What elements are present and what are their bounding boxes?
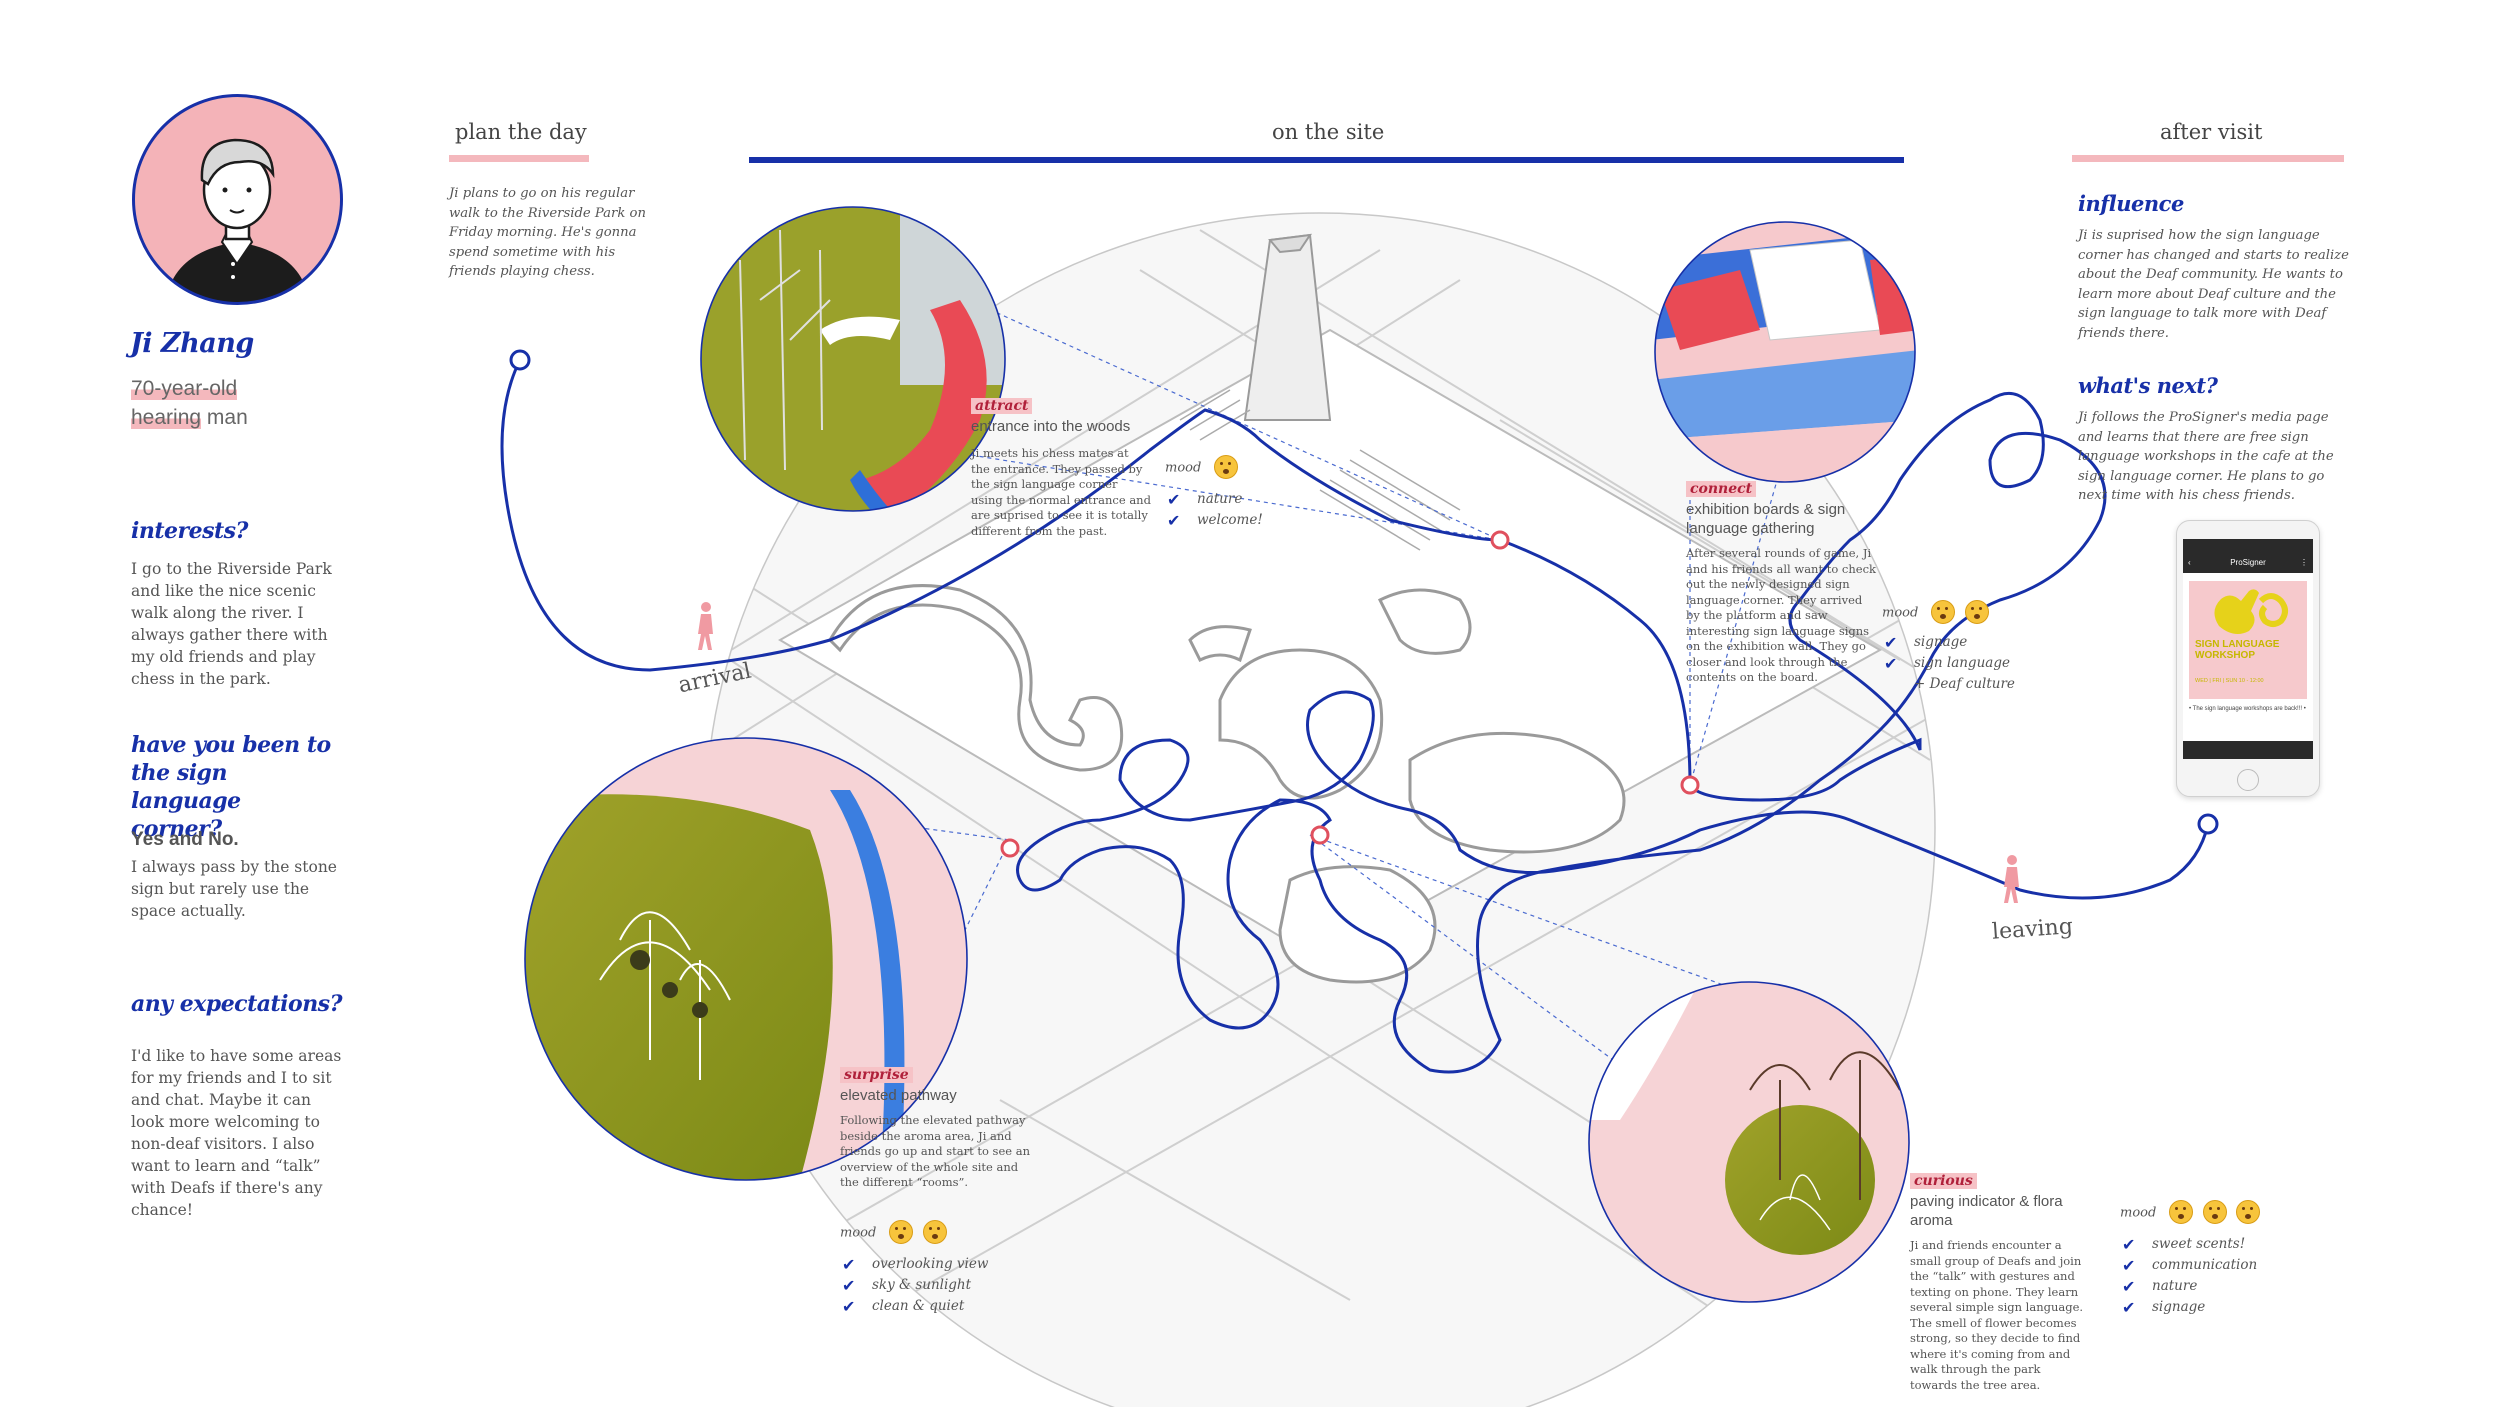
stop-connect-tag: connect <box>1686 481 1757 497</box>
check-item: signage <box>1882 632 2015 653</box>
surprised-emoji-icon <box>889 1220 914 1244</box>
stop-surprise-tag: surprise <box>840 1067 913 1083</box>
callout-image-surprise <box>524 737 968 1181</box>
stop-attract-body: Ji meets his chess mates at the entrance… <box>971 446 1151 538</box>
more-icon[interactable]: ⋮ <box>2300 558 2308 567</box>
grinning-emoji-icon <box>1964 600 1989 624</box>
check-item: communication <box>2120 1255 2260 1276</box>
whats-next-heading: what's next? <box>2078 373 2218 398</box>
stop-marker-attract <box>1490 530 1510 550</box>
surprised-emoji-icon <box>2169 1200 2194 1224</box>
phone-app-bar: ‹ ProSigner ⋮ <box>2183 553 2313 573</box>
laughing-emoji-icon <box>2235 1200 2260 1224</box>
expect-question: any expectations? <box>131 991 342 1017</box>
home-button[interactable] <box>2237 769 2259 791</box>
stop-marker-connect <box>1680 775 1700 795</box>
stop-surprise: surprise elevated pathway Following the … <box>840 1064 1030 1191</box>
phone-mockup: ‹ ProSigner ⋮ SIGN LANGUAGE WORKSHOP WED… <box>2176 520 2320 797</box>
stop-connect: connect exhibition boards & sign languag… <box>1686 478 1876 686</box>
check-item: signage <box>2120 1297 2260 1318</box>
check-item: overlooking view <box>840 1254 988 1275</box>
hand-sign-icon <box>2214 589 2288 635</box>
interests-answer: I go to the Riverside Park and like the … <box>131 560 332 688</box>
stop-connect-body: After several rounds of game, Ji and his… <box>1686 546 1876 684</box>
header-on-the-site: on the site <box>1272 120 1385 144</box>
check-item: sweet scents! <box>2120 1234 2260 1255</box>
stop-attract-mood: mood nature welcome! <box>1165 455 1263 531</box>
plan-underline <box>449 155 589 162</box>
mood-label: mood <box>1882 605 1919 621</box>
influence-text: Ji is suprised how the sign language cor… <box>2078 228 2349 341</box>
persona-name: Ji Zhang <box>130 328 254 359</box>
poster-title: SIGN LANGUAGE WORKSHOP <box>2195 639 2280 661</box>
back-arrow-icon[interactable]: ‹ <box>2188 558 2191 567</box>
check-item: nature <box>1165 489 1263 510</box>
header-after-visit: after visit <box>2160 120 2263 144</box>
man-word: man <box>201 406 248 429</box>
poster-subtitle: WED | FRI | SUN 10 - 12:00 <box>2195 678 2264 684</box>
avatar <box>130 92 345 307</box>
mood-label: mood <box>1165 460 1202 476</box>
check-item-continued: + Deaf culture <box>1914 676 2015 692</box>
pedestrian-icon-leaving <box>2004 855 2019 903</box>
been-answer: I always pass by the stone sign but rare… <box>131 858 337 920</box>
after-underline <box>2072 155 2344 162</box>
heart-eyes-emoji-icon <box>922 1220 947 1244</box>
stop-attract-title: entrance into the woods <box>971 418 1131 435</box>
workshop-poster[interactable]: SIGN LANGUAGE WORKSHOP WED | FRI | SUN 1… <box>2189 581 2307 699</box>
check-item: welcome! <box>1165 510 1263 531</box>
phone-screen: ‹ ProSigner ⋮ SIGN LANGUAGE WORKSHOP WED… <box>2183 539 2313 759</box>
mood-label: mood <box>840 1225 877 1241</box>
journey-route <box>500 359 2210 1074</box>
stop-marker-surprise <box>1000 838 1020 858</box>
stop-curious-body: Ji and friends encounter a small group o… <box>1910 1238 2084 1392</box>
stop-curious-mood: mood sweet scents! communication nature … <box>2120 1200 2260 1318</box>
check-item: sign language <box>1882 653 2015 674</box>
interests-question: interests? <box>131 518 248 544</box>
post-caption: • The sign language workshops are back!!… <box>2189 706 2306 712</box>
route-start <box>509 349 531 371</box>
stop-surprise-title: elevated pathway <box>840 1087 957 1104</box>
mood-label: mood <box>2120 1205 2157 1221</box>
stop-attract-tag: attract <box>971 398 1033 414</box>
surprised-emoji-icon <box>1931 600 1956 624</box>
check-item: sky & sunlight <box>840 1275 988 1296</box>
stop-curious-title: paving indicator & flora aroma <box>1910 1193 2063 1229</box>
stop-attract: attract entrance into the woods Ji meets… <box>971 395 1151 539</box>
stop-connect-title: exhibition boards & sign language gather… <box>1686 501 1846 537</box>
phone-app-name: ProSigner <box>2230 558 2266 567</box>
header-plan-the-day: plan the day <box>455 120 587 144</box>
persona-description: 70-year-old hearing man <box>131 374 248 432</box>
site-underline <box>749 157 1904 163</box>
stop-surprise-body: Following the elevated pathway beside th… <box>840 1113 1030 1189</box>
stop-surprise-mood: mood overlooking view sky & sunlight cle… <box>840 1220 988 1317</box>
expect-answer: I'd like to have some areas for my frien… <box>131 1047 342 1219</box>
stop-marker-curious <box>1310 825 1330 845</box>
phone-bottom-bar <box>2183 741 2313 759</box>
hearing-highlight: hearing <box>131 406 202 429</box>
callout-image-attract <box>700 206 1006 512</box>
check-item: clean & quiet <box>840 1296 988 1317</box>
been-question: have you been to the sign language corne… <box>131 732 331 842</box>
route-end <box>2197 813 2219 835</box>
surprised-emoji-icon <box>1214 455 1239 479</box>
check-item: nature <box>2120 1276 2260 1297</box>
been-answer-bold: Yes and No. <box>131 829 239 850</box>
grinning-emoji-icon <box>2202 1200 2227 1224</box>
age-highlight: 70-year-old <box>131 377 238 400</box>
whats-next-text: Ji follows the ProSigner's media page an… <box>2078 410 2334 503</box>
stop-curious: curious paving indicator & flora aroma J… <box>1910 1170 2085 1393</box>
plan-text: Ji plans to go on his regular walk to th… <box>449 186 646 279</box>
influence-heading: influence <box>2078 191 2184 216</box>
pedestrian-icon-arrival <box>698 602 713 650</box>
stop-curious-tag: curious <box>1910 1173 1977 1189</box>
stop-connect-mood: mood signage sign language + Deaf cultur… <box>1882 600 2015 695</box>
callout-image-curious <box>1588 981 1910 1303</box>
